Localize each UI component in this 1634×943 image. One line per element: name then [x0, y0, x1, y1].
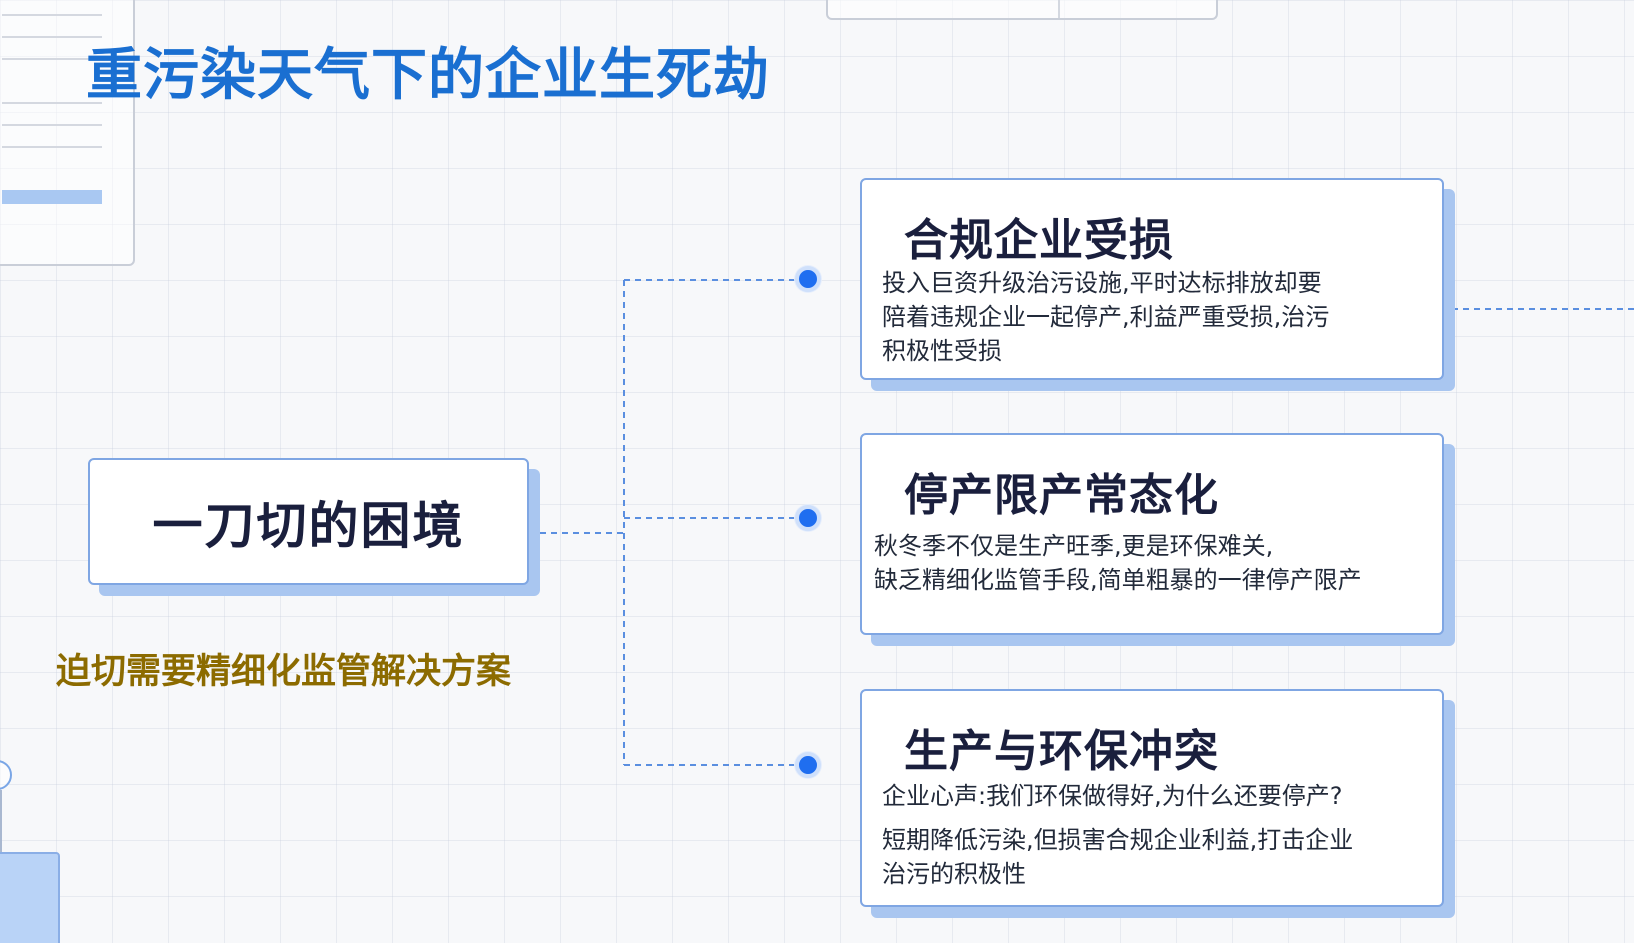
top-box-decoration	[826, 0, 1218, 20]
document-sketch-decoration	[0, 0, 135, 266]
connector-dot-2	[795, 505, 821, 531]
card-body-line: 投入巨资升级治污设施,平时达标排放却要	[882, 269, 1322, 297]
card-shutdown-normalization: 停产限产常态化 秋冬季不仅是生产旺季,更是环保难关, 缺乏精细化监管手段,简单粗…	[860, 433, 1444, 635]
card-body-line: 短期降低污染,但损害合规企业利益,打击企业	[882, 826, 1354, 854]
card-title: 合规企业受损	[904, 215, 1174, 266]
card-compliant-enterprises: 合规企业受损 投入巨资升级治污设施,平时达标排放却要 陪着违规企业一起停产,利益…	[860, 178, 1444, 380]
center-node-label: 一刀切的困境	[152, 496, 465, 555]
card-body-line: 秋冬季不仅是生产旺季,更是环保难关,	[874, 532, 1274, 560]
page-title: 重污染天气下的企业生死劫	[86, 43, 770, 108]
card-body-line: 治污的积极性	[882, 860, 1026, 888]
connector-dot-1	[795, 266, 821, 292]
card-body-line: 积极性受损	[882, 337, 1002, 365]
left-stem-decoration	[0, 790, 2, 854]
card-body: 投入巨资升级治污设施,平时达标排放却要 陪着违规企业一起停产,利益严重受损,治污…	[882, 266, 1329, 368]
card-production-vs-environment: 生产与环保冲突 企业心声:我们环保做得好,为什么还要停产? 短期降低污染,但损害…	[860, 689, 1444, 907]
card-body: 秋冬季不仅是生产旺季,更是环保难关, 缺乏精细化监管手段,简单粗暴的一律停产限产	[874, 529, 1362, 597]
card-body: 企业心声:我们环保做得好,为什么还要停产? 短期降低污染,但损害合规企业利益,打…	[882, 779, 1353, 891]
card-body-line: 缺乏精细化监管手段,简单粗暴的一律停产限产	[874, 566, 1362, 594]
card-body-line: 企业心声:我们环保做得好,为什么还要停产?	[882, 782, 1343, 810]
card-title: 生产与环保冲突	[904, 726, 1219, 777]
card-body-line: 陪着违规企业一起停产,利益严重受损,治污	[882, 303, 1330, 331]
center-node: 一刀切的困境	[88, 458, 529, 585]
connector-dot-3	[795, 752, 821, 778]
left-block-decoration	[0, 852, 60, 943]
card-title: 停产限产常态化	[904, 470, 1219, 521]
center-node-subtitle: 迫切需要精细化监管解决方案	[56, 652, 512, 692]
